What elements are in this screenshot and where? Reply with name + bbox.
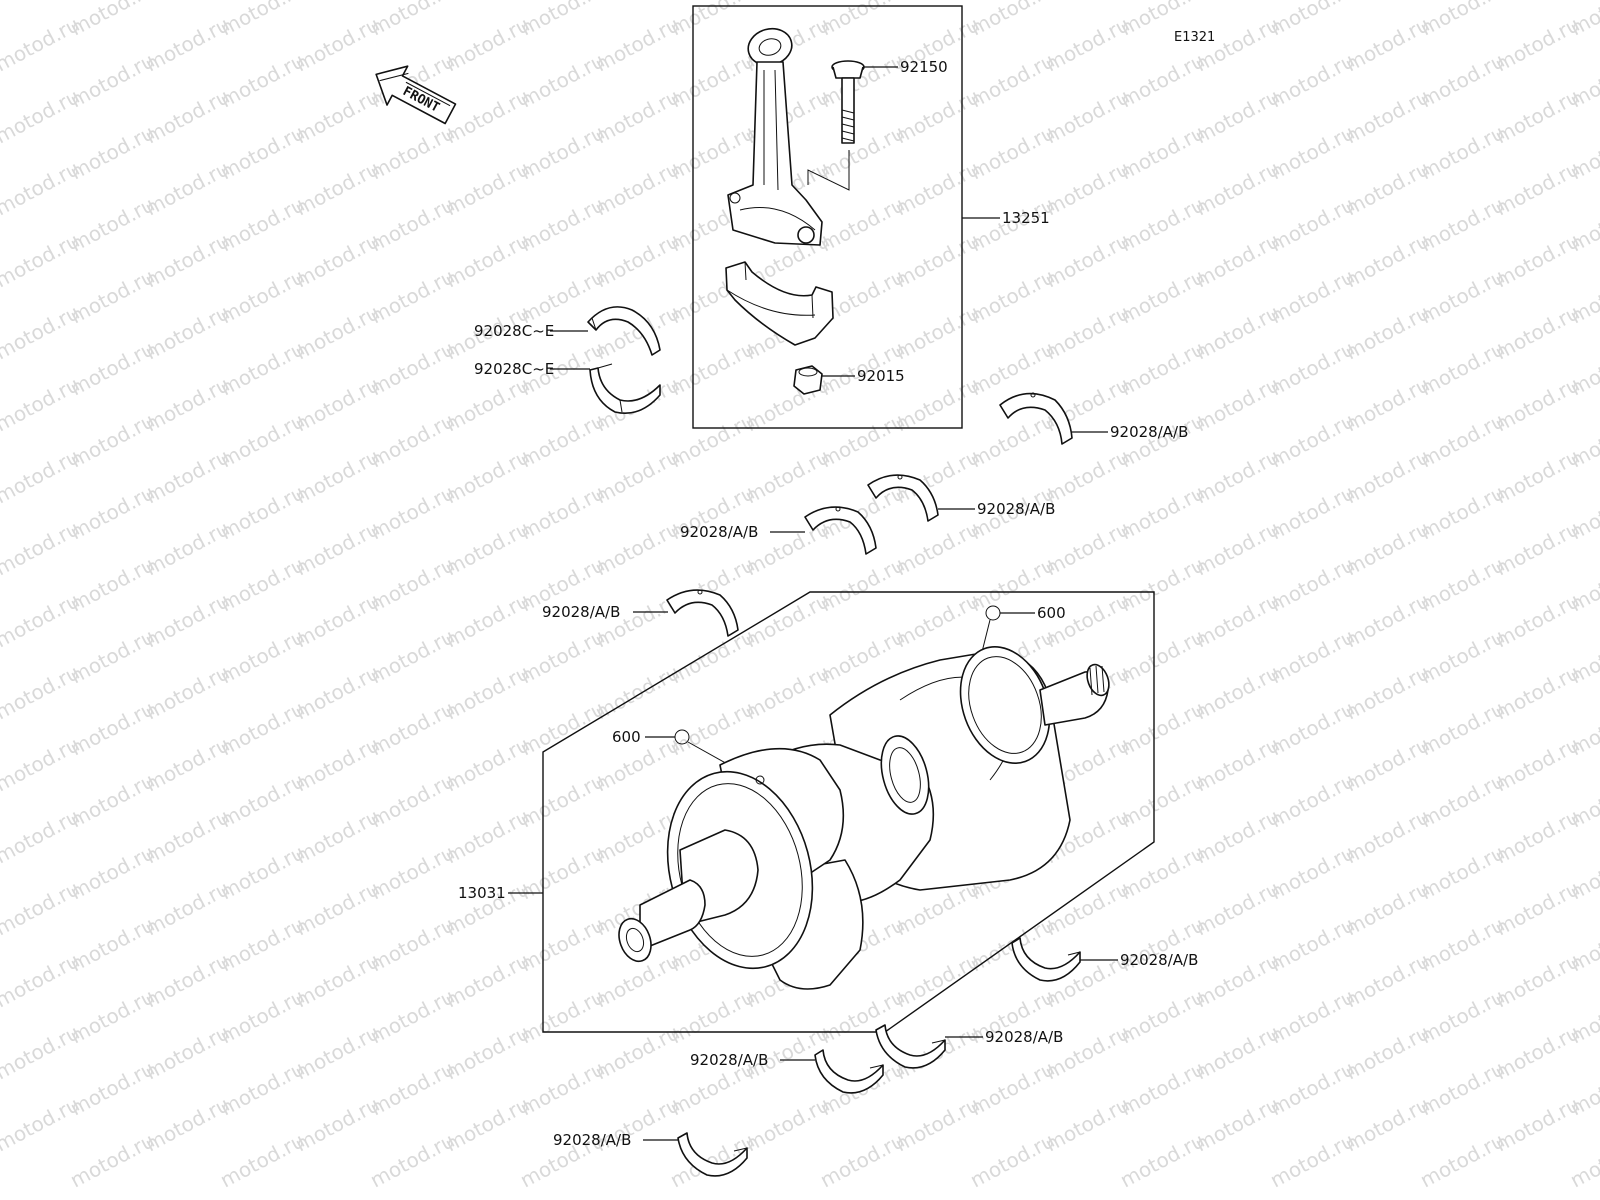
watermark-text: motod.ru [1491,0,1583,4]
main-bearing-6[interactable] [875,1024,946,1069]
label-13251[interactable]: 13251 [1002,209,1050,227]
rod-cap[interactable] [725,261,834,346]
rod-bearing-lower[interactable] [589,363,661,414]
watermark-text: motod.ru [1266,1128,1358,1192]
label-main-bearing-1[interactable]: 92028/A/B [1110,423,1188,441]
watermark-text: motod.ru [1341,0,1433,4]
main-bearing-3[interactable] [804,506,877,555]
watermark-text: motod.ru [291,0,383,4]
watermark-text: motod.ru [0,300,83,364]
main-bearing-7[interactable] [814,1049,884,1094]
rod-nut[interactable] [793,365,823,395]
watermark-text: motod.ru [0,372,83,436]
watermark-text: motod.ru [591,0,683,4]
watermark-text: motod.ru [0,660,83,724]
main-bearing-1[interactable] [999,392,1073,445]
watermark-text: motod.ru [741,0,833,4]
main-bearing-4[interactable] [666,589,739,637]
watermark-text: motod.ru [441,0,533,4]
watermark-text: motod.ru [1191,0,1283,4]
watermark-text: motod.ru [1566,1128,1600,1192]
main-bearing-2[interactable] [867,474,939,522]
watermark-text: motod.ru [1041,0,1133,4]
watermark-text: motod.ru [0,228,83,292]
main-bearing-5[interactable] [1011,937,1081,982]
watermark-text: motod.ru [966,1128,1058,1192]
watermark-text: motod.ru [1416,1128,1508,1192]
label-main-bearing-5[interactable]: 92028/A/B [1120,951,1198,969]
watermark-text: motod.ru [0,948,83,1012]
watermark-text: motod.ru [0,156,83,220]
main-bearing-8[interactable] [677,1132,748,1177]
watermark-text: motod.ru [0,516,83,580]
bolt-alignment-line [807,150,850,191]
label-main-bearing-2[interactable]: 92028/A/B [977,500,1055,518]
label-92028C-E-upper[interactable]: 92028C~E [474,322,554,340]
crankshaft-box [542,591,1155,1033]
label-600-front[interactable]: 600 [1037,604,1066,622]
label-600-rear[interactable]: 600 [612,728,641,746]
label-main-bearing-6[interactable]: 92028/A/B [985,1028,1063,1046]
timing-gear-right [959,646,1051,764]
label-main-bearing-3[interactable]: 92028/A/B [680,523,758,541]
watermark-text: motod.ru [0,84,83,148]
watermark-text: motod.ru [0,444,83,508]
watermark-text: motod.ru [66,1128,158,1192]
watermark-text: motod.ru [0,1092,83,1156]
connecting-rod[interactable] [727,24,823,246]
label-main-bearing-4[interactable]: 92028/A/B [542,603,620,621]
oil-mark-front-icon [985,605,1001,621]
watermark-text: motod.ru [0,732,83,796]
label-main-bearing-7[interactable]: 92028/A/B [690,1051,768,1069]
connecting-rod-box [692,5,963,429]
watermark-text: motod.ru [141,0,233,4]
watermark-text: motod.ru [1116,1128,1208,1192]
diagram-code: E1321 [1174,30,1215,45]
watermark-text: motod.ru [0,588,83,652]
watermark-text: motod.ru [0,804,83,868]
watermark-text: motod.ru [0,876,83,940]
rod-bearing-upper[interactable] [587,306,661,356]
rod-bolt[interactable] [831,60,865,144]
watermark-text: motod.ru [816,1128,908,1192]
crankshaft[interactable] [613,634,1112,990]
watermark-text: motod.ru [0,0,83,4]
label-92015[interactable]: 92015 [857,367,905,385]
watermark-text: motod.ru [0,1020,83,1084]
watermark-text: motod.ru [366,1128,458,1192]
label-main-bearing-8[interactable]: 92028/A/B [553,1131,631,1149]
label-13031[interactable]: 13031 [458,884,506,902]
label-92150[interactable]: 92150 [900,58,948,76]
watermark-text: motod.ru [891,0,983,4]
label-92028C-E-lower[interactable]: 92028C~E [474,360,554,378]
watermark-text: motod.ru [216,1128,308,1192]
watermark-text: motod.ru [0,12,83,76]
